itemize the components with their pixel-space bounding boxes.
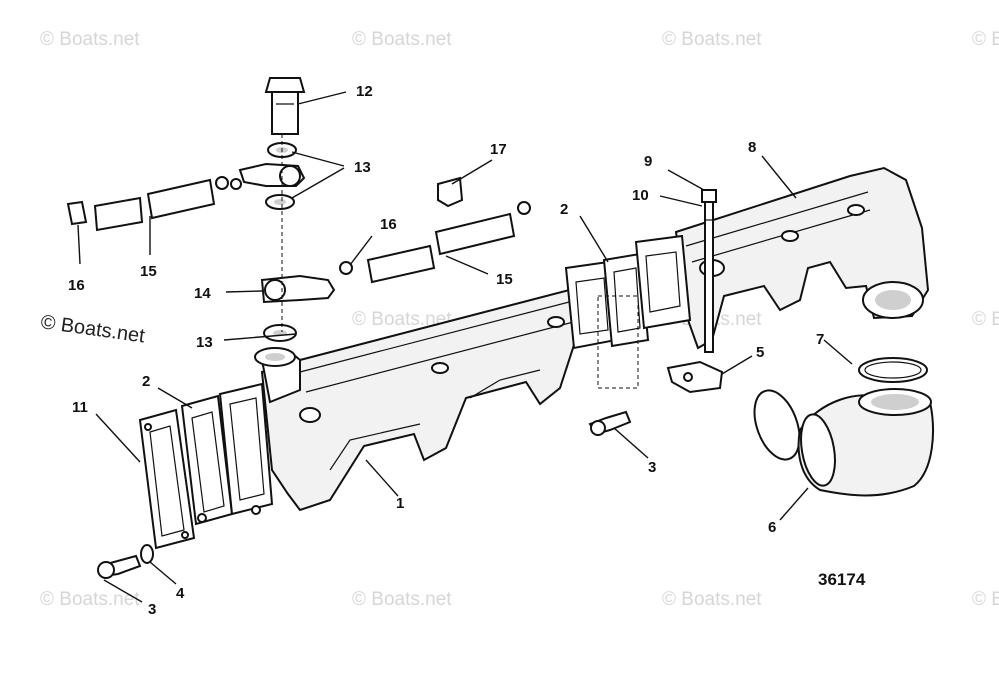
watermark: © Boats.net bbox=[352, 29, 452, 50]
exhaust-manifold-part-8 bbox=[674, 166, 930, 350]
hoses-part-15 bbox=[93, 178, 516, 284]
callout-15: 15 bbox=[140, 263, 157, 280]
watermark-prominent: © Boats.net bbox=[39, 311, 146, 347]
left-gaskets bbox=[138, 382, 274, 550]
clamps-part-16 bbox=[66, 176, 531, 275]
watermark: © Boats.net bbox=[352, 309, 452, 330]
center-gaskets bbox=[564, 234, 692, 389]
callout-9: 9 bbox=[644, 153, 652, 170]
callout-2: 2 bbox=[560, 201, 568, 218]
watermark: © Boats.net bbox=[972, 589, 999, 610]
bracket-part-5 bbox=[666, 360, 724, 394]
callout-12: 12 bbox=[356, 83, 373, 100]
watermark: © Boats.net bbox=[662, 29, 762, 50]
watermark: © Boats.net bbox=[40, 29, 140, 50]
washer-part-4 bbox=[140, 544, 154, 564]
clip-part-17 bbox=[437, 176, 464, 208]
elbow-part-6 bbox=[797, 388, 934, 497]
callout-2: 2 bbox=[142, 373, 150, 390]
callout-labels: 12 13 13 14 16 16 15 15 17 2 2 11 1 3 4 … bbox=[68, 83, 824, 618]
callout-16: 16 bbox=[68, 277, 85, 294]
callout-6: 6 bbox=[768, 519, 776, 536]
callout-4: 4 bbox=[176, 585, 185, 602]
watermark: © Boats.net bbox=[662, 589, 762, 610]
clamp-part-7 bbox=[753, 357, 928, 461]
callout-7: 7 bbox=[816, 331, 824, 348]
figure-number: 36174 bbox=[818, 570, 866, 589]
callout-17: 17 bbox=[490, 141, 507, 158]
callout-3: 3 bbox=[648, 459, 656, 476]
watermark: © Boats.net bbox=[352, 589, 452, 610]
callout-3: 3 bbox=[148, 601, 156, 618]
bolts-part-3 bbox=[97, 410, 632, 579]
exhaust-manifold-part-1 bbox=[254, 280, 634, 512]
callout-13: 13 bbox=[196, 334, 213, 351]
leader-lines bbox=[77, 91, 853, 603]
callout-14: 14 bbox=[194, 285, 211, 302]
watermark: © Boats.net bbox=[972, 309, 999, 330]
callout-8: 8 bbox=[748, 139, 756, 156]
watermark: © Boats.net bbox=[972, 29, 999, 50]
banjo-fitting-part-14 bbox=[238, 162, 336, 304]
banjo-bolt-part-12 bbox=[264, 77, 306, 135]
callout-11: 11 bbox=[72, 399, 88, 416]
callout-13: 13 bbox=[354, 159, 371, 176]
callout-1: 1 bbox=[396, 495, 404, 512]
callout-5: 5 bbox=[756, 344, 764, 361]
watermark: © Boats.net bbox=[40, 589, 140, 610]
callout-10: 10 bbox=[632, 187, 649, 204]
callout-16: 16 bbox=[380, 216, 397, 233]
watermark-group: © Boats.net © Boats.net © Boats.net © Bo… bbox=[39, 29, 999, 610]
callout-15: 15 bbox=[496, 271, 513, 288]
bolt-and-stud-parts-9-10 bbox=[701, 189, 717, 353]
